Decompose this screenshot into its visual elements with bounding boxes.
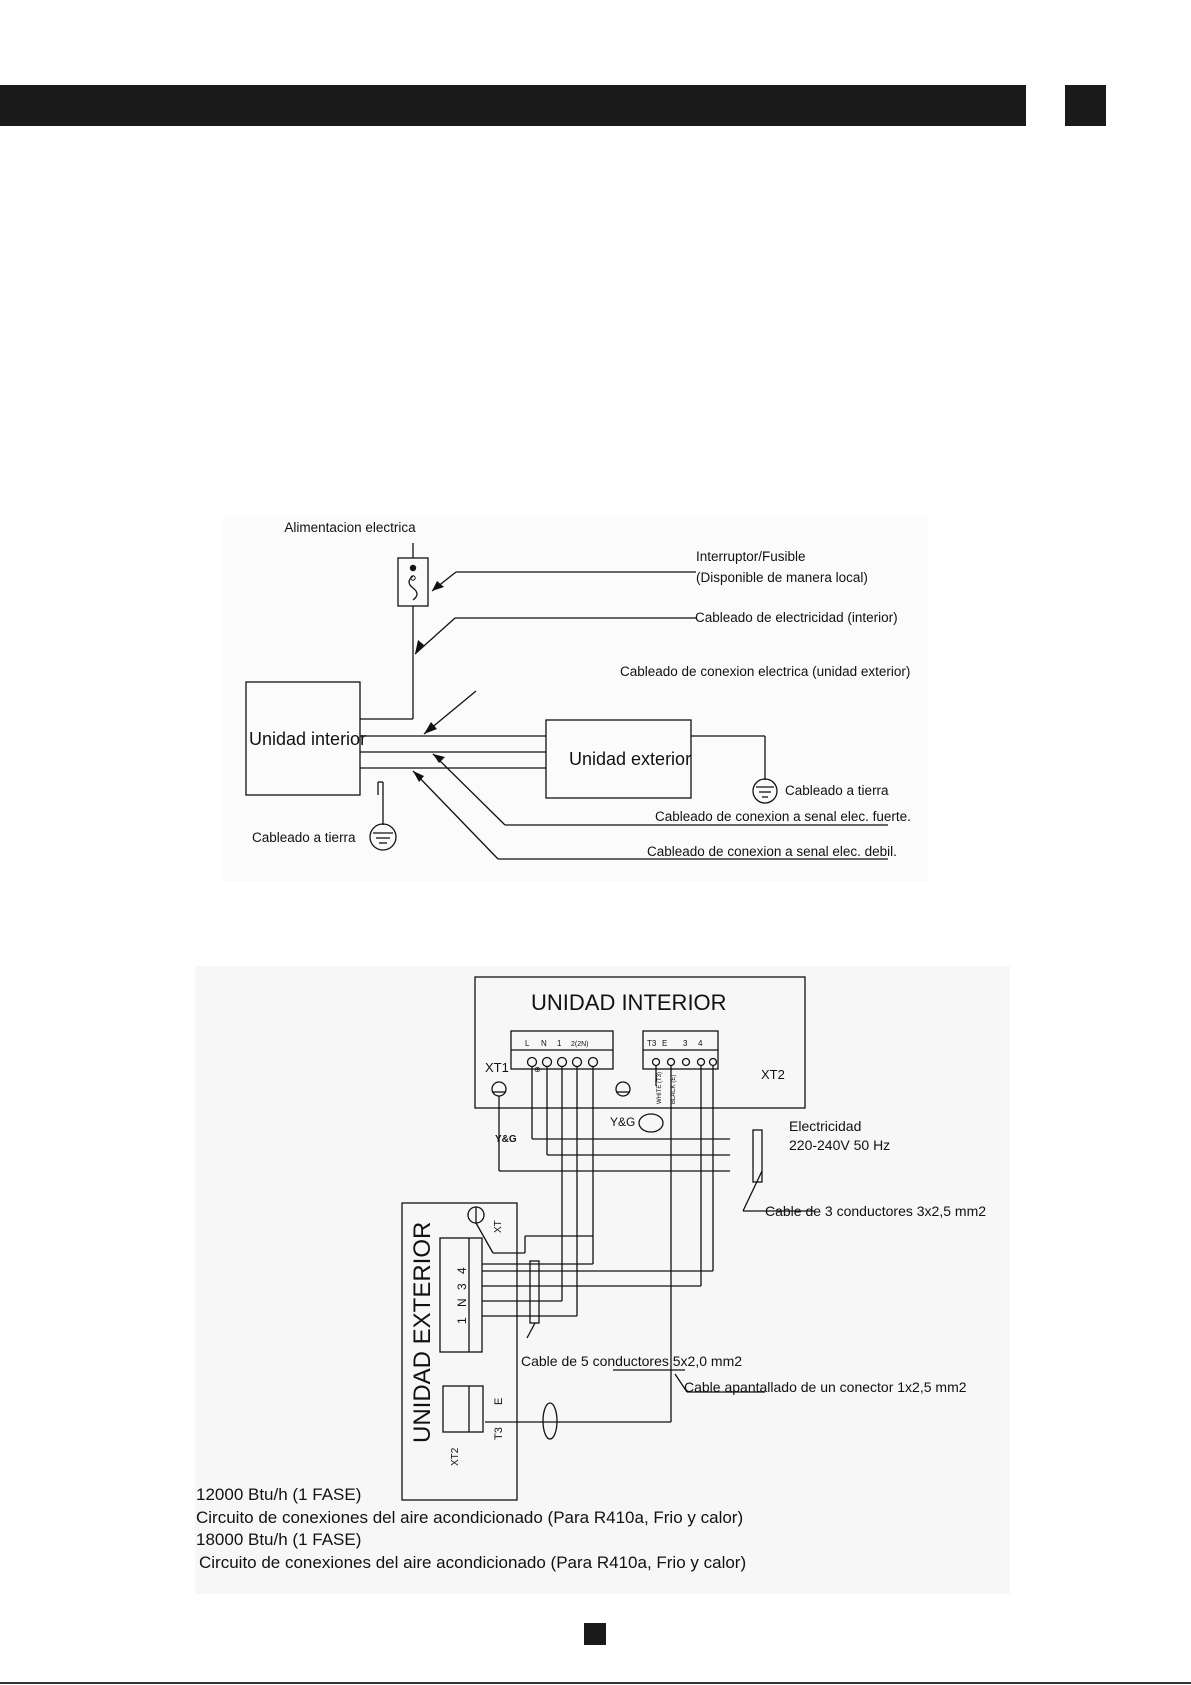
xt-outdoor-label: XT	[493, 1220, 504, 1233]
xt2-outdoor-label: XT2	[450, 1447, 461, 1466]
outdoor-terminal-n: N	[455, 1298, 469, 1307]
outdoor-connection-wiring-label: Cableado de conexion electrica (unidad e…	[620, 664, 910, 679]
power-label: Electricidad	[789, 1118, 861, 1134]
page-number-marker	[584, 1623, 606, 1645]
xt1-terminal-n: N	[541, 1039, 547, 1048]
white-wire-label: WHITE (T3)	[657, 1072, 663, 1104]
strong-signal-wiring-label: Cableado de conexion a senal elec. fuert…	[655, 809, 911, 824]
yg-right-label: Y&G	[610, 1115, 635, 1129]
wiring-overview-diagram: Alimentacion electrica Interruptor/Fusib…	[223, 516, 928, 882]
xt2-terminal-t3: T3	[647, 1039, 657, 1048]
bottom-rule	[0, 1682, 1191, 1684]
header-bar	[0, 85, 1026, 126]
indoor-unit-title: UNIDAD INTERIOR	[531, 990, 727, 1015]
ground-wiring-right-label: Cableado a tierra	[785, 783, 889, 798]
power-voltage-label: 220-240V 50 Hz	[789, 1137, 890, 1153]
header-page-block	[1065, 85, 1106, 126]
indoor-unit-label: Unidad interior	[249, 729, 366, 749]
svg-text:⊕: ⊕	[534, 1065, 541, 1074]
indoor-unit-box	[245, 681, 361, 796]
shielded-cable-label: Cable apantallado de un conector 1x2,5 m…	[684, 1379, 967, 1395]
outdoor-terminal-3: 3	[455, 1283, 469, 1290]
connection-circuit-svg: ⊕ UNIDAD INTERIOR XT1 XT2 L N 1 2(2N) T3…	[196, 976, 986, 1572]
power-supply-label: Alimentacion electrica	[284, 520, 416, 535]
outdoor-terminal-block	[439, 1237, 483, 1353]
ground-wiring-left-label: Cableado a tierra	[252, 830, 356, 845]
outdoor-unit-label: Unidad exterior	[569, 749, 691, 769]
outdoor-terminal-4: 4	[455, 1267, 469, 1274]
indoor-power-wiring-label: Cableado de electricidad (interior)	[695, 610, 898, 625]
weak-signal-wiring-label: Cableado de conexion a senal elec. debil…	[647, 844, 897, 859]
cable-5-label: Cable de 5 conductores 5x2,0 mm2	[521, 1353, 742, 1369]
outdoor-terminal-1: 1	[455, 1317, 469, 1324]
cable-3-label: Cable de 3 conductores 3x2,5 mm2	[765, 1203, 986, 1219]
outdoor-xt2-block	[442, 1385, 484, 1433]
xt1-terminal-l: L	[525, 1039, 530, 1048]
indoor-unit-box	[474, 976, 806, 1109]
outdoor-e-label: E	[493, 1398, 505, 1405]
xt1-terminal-1: 1	[557, 1039, 562, 1048]
wiring-overview-svg: Alimentacion electrica Interruptor/Fusib…	[245, 520, 911, 860]
xt1-label: XT1	[485, 1060, 509, 1075]
yg-left-label: Y&G	[495, 1134, 517, 1145]
xt1-terminal-2: 2(2N)	[571, 1041, 589, 1048]
xt2-terminal-3: 3	[683, 1039, 688, 1048]
black-wire-label: BLACK (E)	[671, 1075, 677, 1104]
ground-icon	[752, 778, 778, 804]
xt2-indoor-label: XT2	[761, 1067, 785, 1082]
ground-icon	[369, 823, 397, 851]
caption-18000: 18000 Btu/h (1 FASE)	[196, 1530, 361, 1549]
caption-12000: 12000 Btu/h (1 FASE)	[196, 1485, 361, 1504]
caption-circuit-2: Circuito de conexiones del aire acondici…	[199, 1553, 746, 1572]
xt2-terminal-e: E	[662, 1039, 667, 1048]
outdoor-unit-title: UNIDAD EXTERIOR	[409, 1222, 436, 1443]
outdoor-unit-box	[401, 1202, 518, 1501]
switch-fuse-label: Interruptor/Fusible	[696, 549, 806, 564]
xt2-terminal-4: 4	[698, 1039, 703, 1048]
switch-fuse-note: (Disponible de manera local)	[696, 570, 868, 585]
outdoor-t3-label: T3	[493, 1427, 505, 1440]
connection-circuit-diagram: ⊕ UNIDAD INTERIOR XT1 XT2 L N 1 2(2N) T3…	[195, 966, 1010, 1594]
outdoor-unit-box	[545, 719, 692, 799]
caption-circuit-1: Circuito de conexiones del aire acondici…	[196, 1508, 743, 1527]
